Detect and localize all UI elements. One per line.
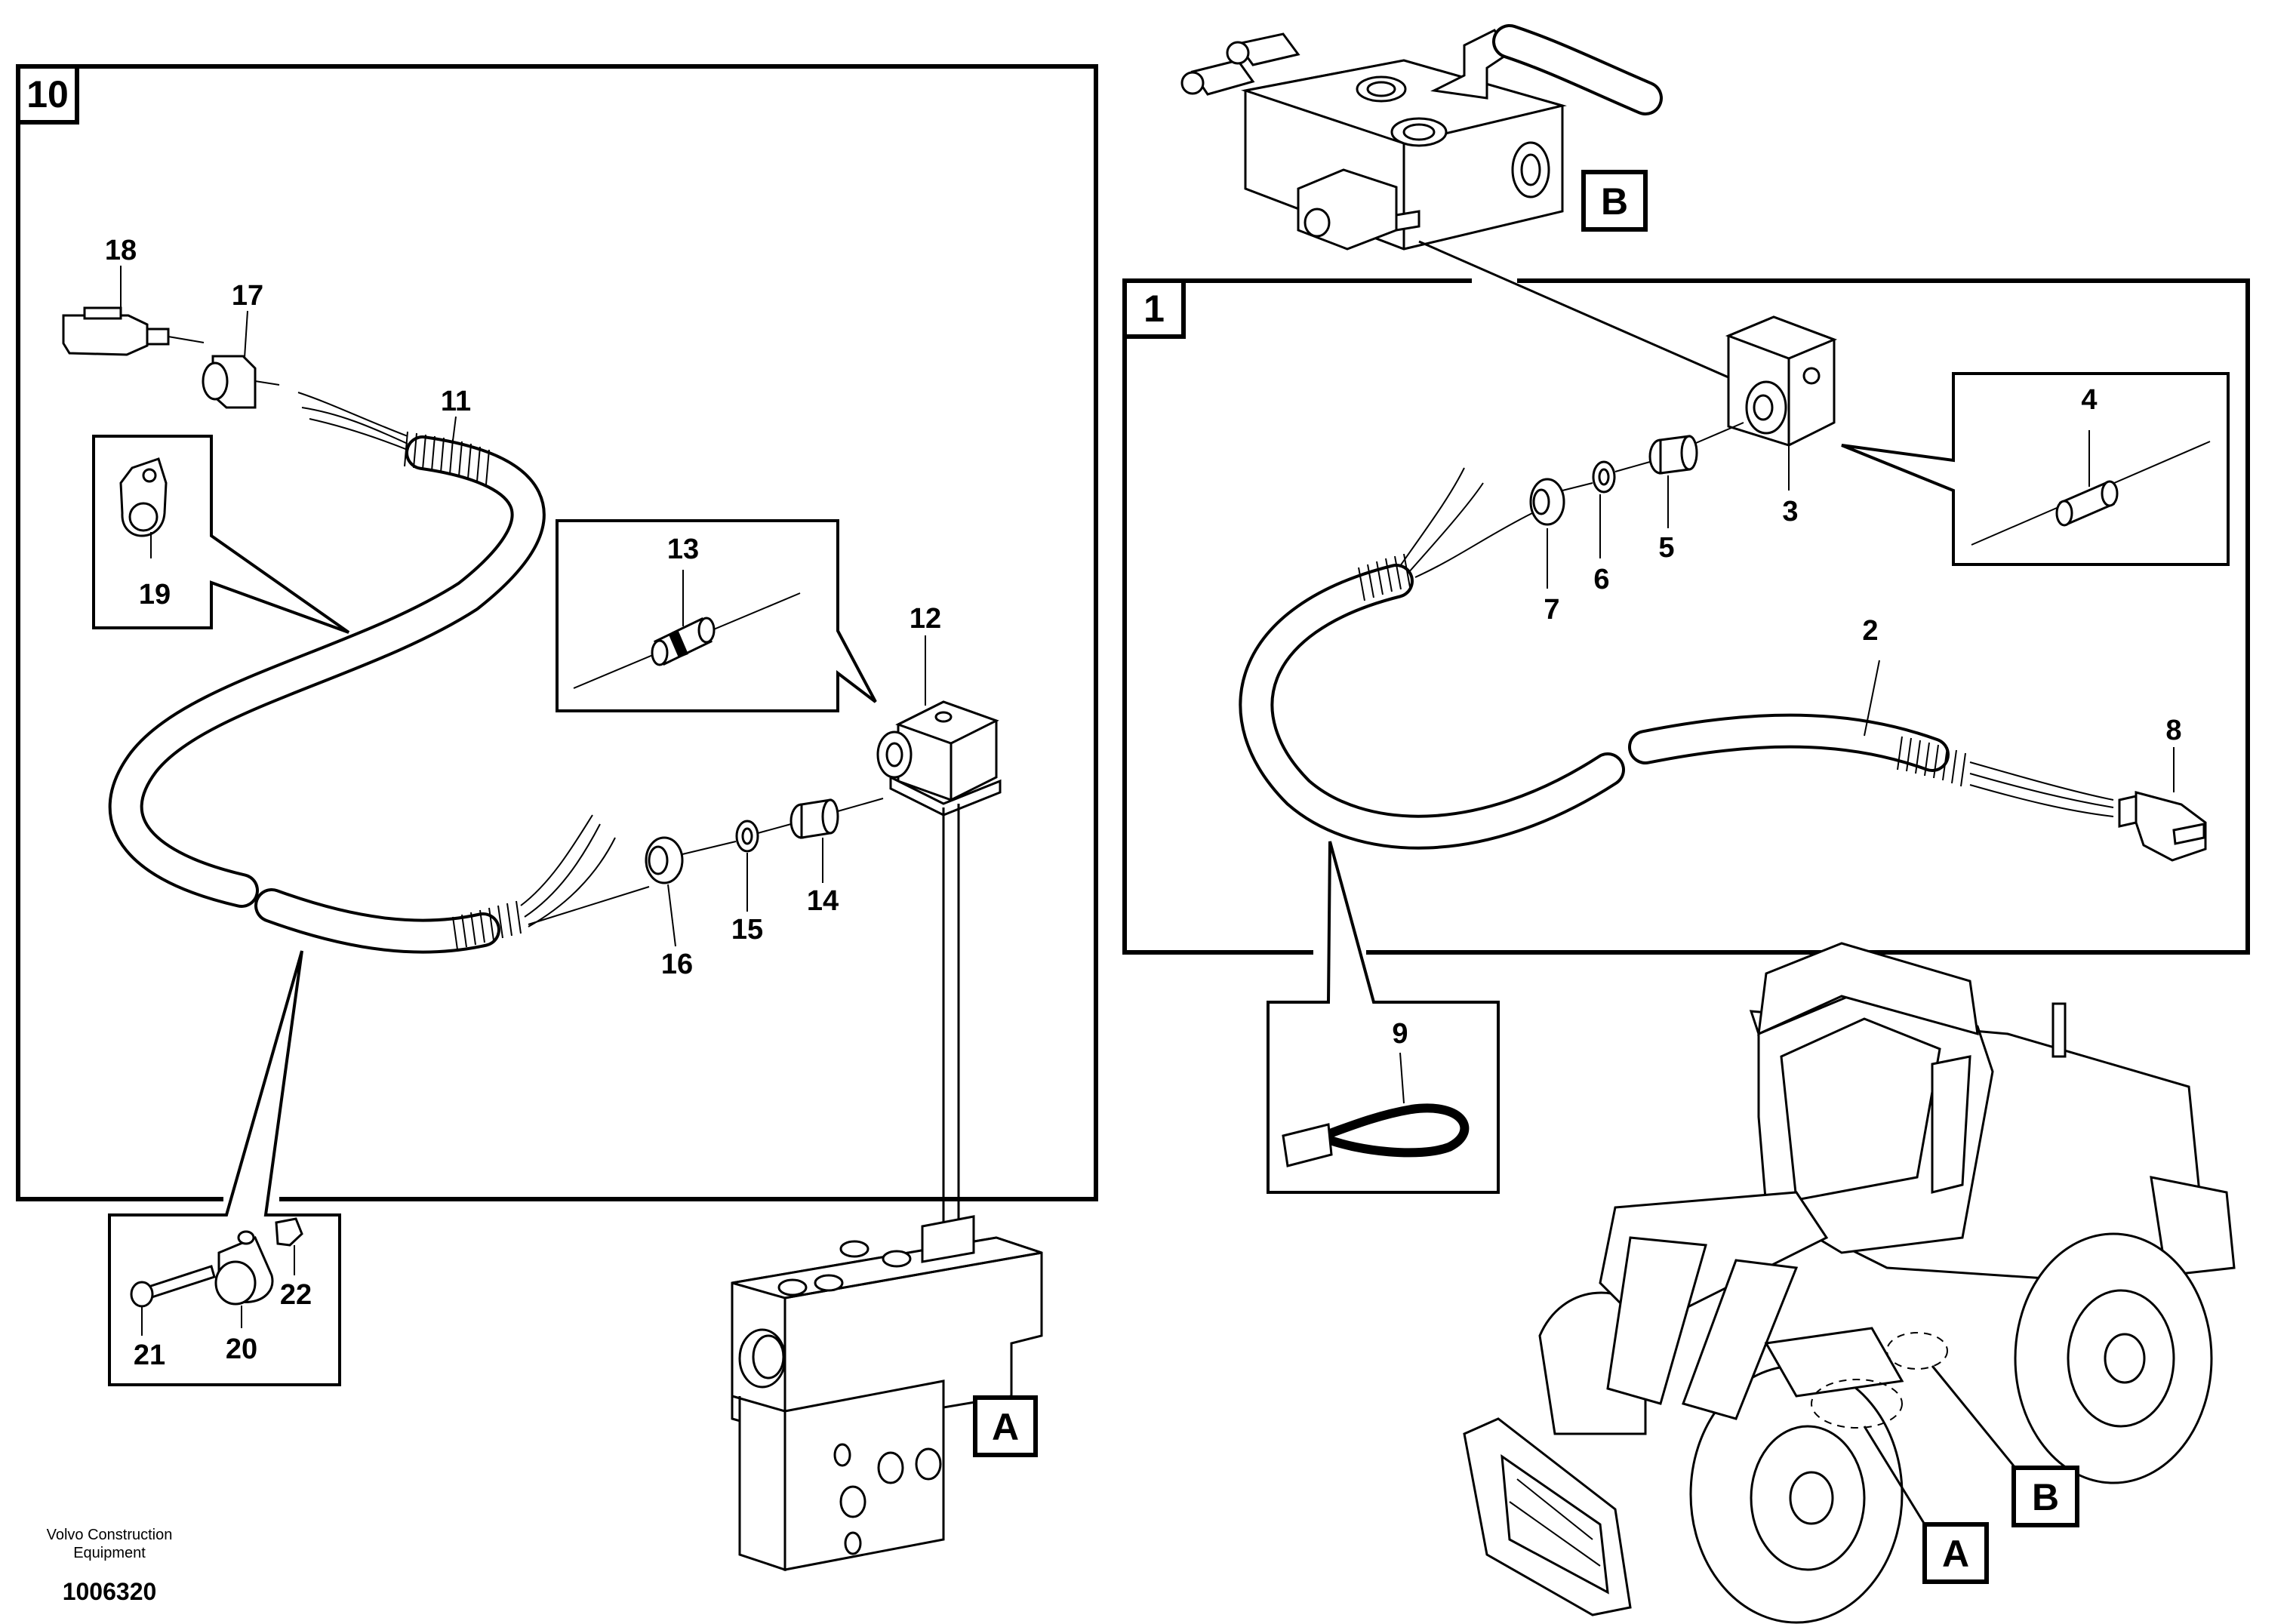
callout-8: 8 bbox=[2165, 715, 2181, 746]
cable-11-drawing bbox=[108, 431, 650, 954]
callout-21: 21 bbox=[134, 1339, 165, 1371]
connector-8-drawing bbox=[2118, 747, 2207, 862]
callout-18: 18 bbox=[105, 235, 137, 266]
detail-box-13 bbox=[556, 519, 877, 712]
valve-block-b-drawing bbox=[1180, 24, 1663, 251]
panel-10-label: 10 bbox=[26, 73, 69, 115]
housing-3-drawing bbox=[1725, 315, 1838, 491]
callout-2: 2 bbox=[1862, 615, 1878, 647]
callout-15: 15 bbox=[731, 914, 763, 946]
callout-17: 17 bbox=[232, 280, 263, 312]
nut-16-drawing bbox=[645, 836, 737, 884]
company-name-line2: Equipment bbox=[73, 1545, 146, 1561]
wheel-loader-drawing bbox=[1463, 942, 2236, 1624]
panel-10: 10 bbox=[16, 64, 1098, 1201]
document-number: 1006320 bbox=[63, 1578, 157, 1605]
detail-box-4 bbox=[1841, 372, 2230, 566]
washer-6-drawing bbox=[1592, 460, 1651, 558]
ref-a-machine-label: A bbox=[1942, 1533, 1969, 1575]
callout-9: 9 bbox=[1392, 1018, 1408, 1050]
bushing-14-drawing bbox=[789, 798, 884, 839]
ref-box-b-machine: B bbox=[2011, 1466, 2079, 1527]
callout-16: 16 bbox=[661, 949, 693, 980]
ref-box-b-top: B bbox=[1581, 170, 1648, 232]
detail-box-9 bbox=[1267, 841, 1500, 1194]
callout-3: 3 bbox=[1782, 496, 1798, 527]
housing-12-drawing bbox=[876, 700, 1002, 817]
callout-4: 4 bbox=[2081, 384, 2097, 416]
callout-20: 20 bbox=[226, 1333, 257, 1365]
company-name-line1: Volvo Construction bbox=[47, 1527, 173, 1543]
housing-17-drawing bbox=[202, 355, 280, 409]
detail-box-20-22 bbox=[108, 950, 341, 1386]
panel-1-label: 1 bbox=[1143, 288, 1165, 330]
cable-2-drawing bbox=[1239, 467, 2114, 850]
detail-box-19 bbox=[92, 435, 350, 634]
callout-14: 14 bbox=[807, 885, 839, 917]
ref-a-bottom-label: A bbox=[992, 1406, 1019, 1448]
ref-box-a-machine: A bbox=[1922, 1522, 1989, 1584]
panel-1: 1 bbox=[1122, 278, 2250, 955]
callout-7: 7 bbox=[1544, 594, 1559, 626]
nut-7-drawing bbox=[1529, 478, 1593, 589]
callout-19: 19 bbox=[139, 579, 171, 611]
callout-11: 11 bbox=[441, 386, 471, 417]
bushing-5-drawing bbox=[1648, 422, 1744, 528]
callout-5: 5 bbox=[1658, 532, 1674, 564]
ref-box-a-bottom: A bbox=[973, 1395, 1038, 1457]
callout-12: 12 bbox=[910, 603, 941, 635]
ref-b-top-label: B bbox=[1601, 180, 1628, 223]
callout-13: 13 bbox=[667, 534, 699, 565]
callout-6: 6 bbox=[1593, 564, 1609, 595]
valve-block-a-drawing bbox=[731, 1215, 1043, 1572]
callout-22: 22 bbox=[280, 1279, 312, 1311]
ref-b-machine-label: B bbox=[2032, 1476, 2059, 1518]
connector-18-drawing bbox=[62, 306, 205, 356]
washer-15-drawing bbox=[735, 820, 792, 853]
